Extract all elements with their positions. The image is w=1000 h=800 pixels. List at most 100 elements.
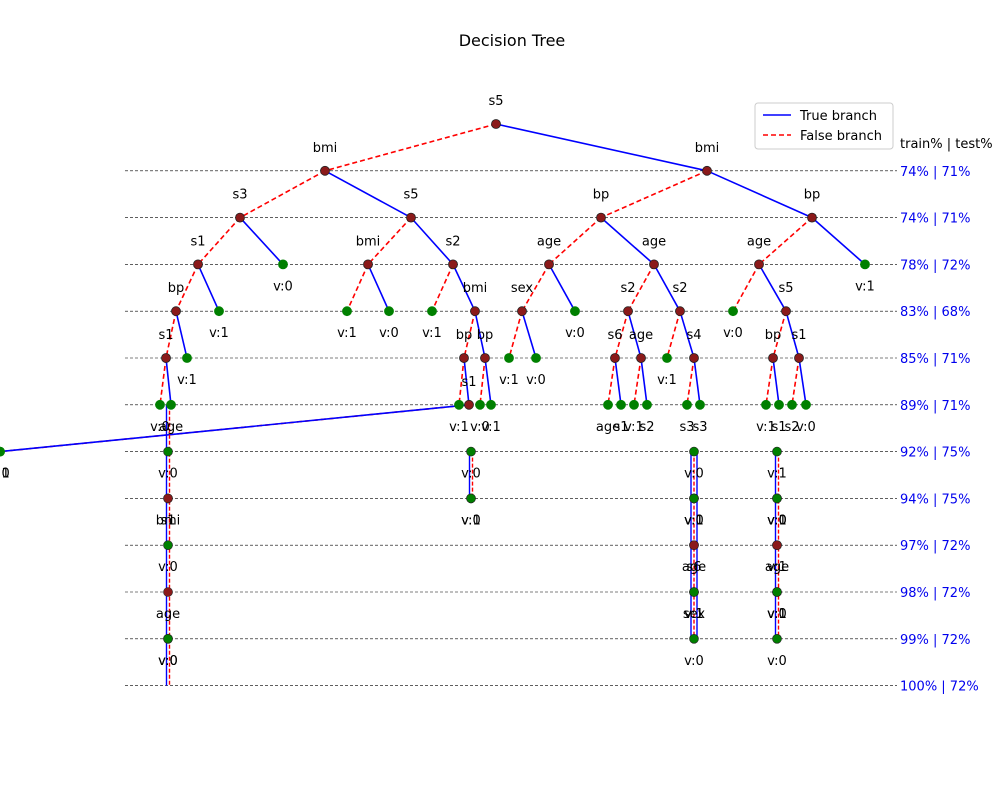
- deep-node-label: v:0: [158, 560, 178, 575]
- false-branch-edge: [627, 264, 655, 312]
- decision-node: [781, 306, 791, 317]
- true-branch-edge: [239, 217, 284, 265]
- legend-true-label: True branch: [799, 109, 877, 124]
- leaf-value-label: v:1: [422, 326, 442, 341]
- false-branch-edge: [239, 170, 326, 219]
- level-accuracy-label: 98% | 72%: [900, 586, 970, 601]
- split-feature-label: age: [642, 234, 666, 249]
- leaf-value-label: v:1: [499, 373, 519, 388]
- decision-node: [754, 259, 764, 270]
- deep-decision-node: [689, 540, 699, 551]
- leaf-value-label: v:0: [470, 420, 490, 435]
- deep-subtrees: v:0bmis1v:0agev:0v:0v:0v:1v:0v:0v:1v:0v:…: [156, 404, 789, 686]
- deep-node-label: v:0: [158, 654, 178, 669]
- leaf-value-label: s2: [639, 420, 654, 435]
- split-feature-label: s6: [607, 328, 622, 343]
- leaf-value-label: v:1: [756, 420, 776, 435]
- decision-node: [363, 259, 373, 270]
- false-branch-edge: [521, 264, 550, 312]
- decision-node: [448, 259, 458, 270]
- leaf-value-label: age: [596, 420, 620, 435]
- figure-title: Decision Tree: [459, 31, 566, 50]
- leaf-node: [603, 399, 613, 410]
- deep-leaf-node: [466, 446, 476, 457]
- leaf-value-label: v:1: [481, 420, 501, 435]
- split-feature-label: s1: [461, 375, 476, 390]
- leaf-node: [342, 306, 352, 317]
- false-branch-edge: [686, 357, 695, 405]
- true-branch-edge: [600, 217, 655, 265]
- leaf-value-label: v:1: [209, 326, 229, 341]
- leaf-value-label: v:1: [624, 420, 644, 435]
- leaf-value-label: v:1: [337, 326, 357, 341]
- split-feature-label: s1: [158, 328, 173, 343]
- true-branch-edge: [474, 311, 486, 359]
- decision-node: [459, 353, 469, 363]
- split-feature-label: bmi: [356, 234, 381, 249]
- level-accuracy-label: 94% | 75%: [900, 492, 970, 507]
- deep-node-label: v:0: [684, 513, 704, 528]
- level-header: train% | test%: [900, 137, 993, 152]
- true-branch-edge: [495, 123, 708, 172]
- deep-node-label: v:1: [767, 607, 787, 622]
- true-branch-edge: [324, 170, 412, 219]
- leaf-value-label: v:0: [273, 279, 293, 294]
- decision-node: [649, 259, 659, 270]
- leaf-node: [629, 399, 639, 410]
- false-branch-edge: [479, 357, 486, 405]
- false-branch-edge: [175, 264, 199, 312]
- leaf-node: [728, 306, 738, 317]
- decision-node: [794, 353, 804, 363]
- level-accuracy-label: 89% | 71%: [900, 399, 970, 414]
- leaf-node: [0, 446, 5, 457]
- leaf-node: [761, 399, 771, 410]
- leaf-node: [682, 399, 692, 410]
- split-feature-label: bp: [477, 328, 494, 343]
- leaf-node: [214, 306, 224, 317]
- leaf-node: [486, 399, 496, 410]
- true-branch-edge: [693, 357, 701, 405]
- level-accuracy-label: 74% | 71%: [900, 165, 970, 180]
- deep-decision-node: [772, 540, 782, 551]
- true-branch-edge: [452, 264, 476, 312]
- decision-node: [171, 306, 181, 317]
- false-branch-edge: [791, 357, 800, 405]
- deep-decision-node: [163, 493, 173, 504]
- decision-node: [623, 306, 633, 317]
- split-feature-label: age: [747, 234, 771, 249]
- leaf-value-label: v:1: [0, 467, 10, 482]
- deep-node-label: v:0: [158, 467, 178, 482]
- split-feature-label: bp: [593, 188, 610, 203]
- true-branch-edge: [548, 264, 576, 312]
- tree-edges: [0, 123, 866, 453]
- split-feature-label: s2: [445, 234, 460, 249]
- false-branch-edge: [159, 357, 167, 405]
- deep-node-label: v:0: [684, 654, 704, 669]
- decision-node: [464, 399, 474, 410]
- split-feature-label: bp: [765, 328, 782, 343]
- deep-node-label: age: [765, 560, 789, 575]
- deep-node-label: age: [682, 560, 706, 575]
- leaf-value-label: s3: [679, 420, 694, 435]
- leaf-node: [570, 306, 580, 317]
- leaf-node: [616, 399, 626, 410]
- leaf-value-label: s1: [613, 420, 628, 435]
- leaf-value-label: age: [159, 420, 183, 435]
- false-branch-edge: [463, 311, 476, 359]
- leaf-value-label: v:1: [855, 279, 875, 294]
- split-feature-label: s1: [190, 234, 205, 249]
- split-feature-label: bmi: [313, 141, 338, 156]
- leaf-value-label: s3: [692, 420, 707, 435]
- level-accuracy-label: 97% | 72%: [900, 539, 970, 554]
- deep-node-label: v:0: [767, 513, 787, 528]
- decision-node: [491, 119, 501, 129]
- split-feature-label: age: [629, 328, 653, 343]
- decision-node: [702, 165, 712, 176]
- split-feature-label: bmi: [463, 281, 488, 296]
- split-feature-label: s5: [778, 281, 793, 296]
- true-branch-edge: [521, 310, 537, 359]
- split-feature-label: bp: [168, 281, 185, 296]
- deep-leaf-node: [163, 633, 173, 644]
- deep-node-label: v:0: [767, 513, 787, 528]
